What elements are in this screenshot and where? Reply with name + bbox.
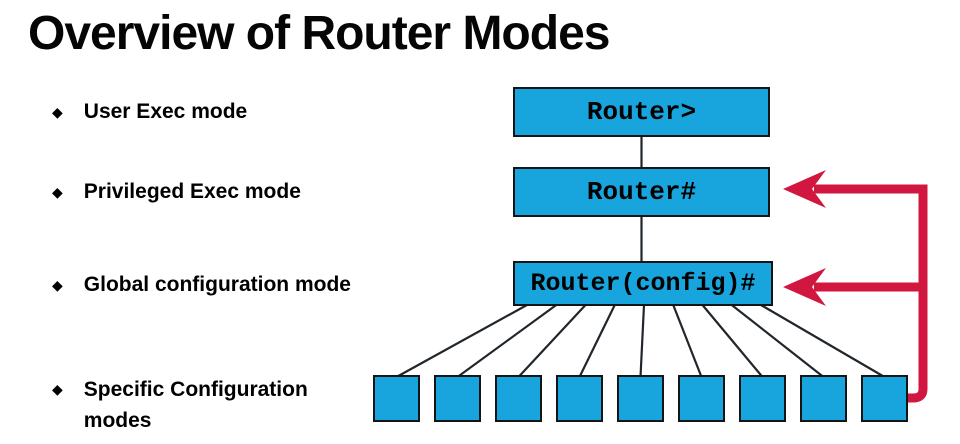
node-global-config-prompt: Router(config)# bbox=[513, 261, 773, 306]
specific-config-mode-box bbox=[556, 375, 603, 422]
fan-line bbox=[701, 304, 764, 378]
diamond-bullet-icon: ◆ bbox=[52, 104, 63, 120]
bullet-privileged-exec-mode: ◆ Privileged Exec mode bbox=[52, 179, 301, 205]
diamond-bullet-icon: ◆ bbox=[52, 184, 63, 200]
bullet-specific-config-modes: ◆ Specific Configuration modes bbox=[52, 374, 352, 436]
fan-line bbox=[517, 304, 587, 378]
red-arrowhead-privileged bbox=[783, 170, 826, 208]
fan-line bbox=[578, 304, 616, 378]
specific-config-mode-box bbox=[434, 375, 481, 422]
specific-config-mode-box bbox=[495, 375, 542, 422]
specific-config-mode-box bbox=[800, 375, 847, 422]
bullet-label: Specific Configuration modes bbox=[83, 378, 308, 432]
bullet-label: Global configuration mode bbox=[83, 273, 351, 296]
specific-config-mode-box bbox=[617, 375, 664, 422]
node-user-exec-prompt: Router> bbox=[513, 87, 770, 137]
fan-lines bbox=[395, 304, 886, 378]
node-label: Router> bbox=[586, 97, 697, 127]
diamond-bullet-icon: ◆ bbox=[52, 277, 63, 293]
fan-line bbox=[760, 304, 886, 378]
bullet-label: User Exec mode bbox=[83, 100, 248, 123]
node-privileged-exec-prompt: Router# bbox=[513, 167, 770, 217]
node-label: Router# bbox=[586, 177, 697, 207]
bullet-label: Privileged Exec mode bbox=[83, 180, 301, 203]
specific-config-mode-box bbox=[861, 375, 908, 422]
fan-line bbox=[672, 304, 703, 378]
fan-line bbox=[639, 304, 646, 378]
fan-line bbox=[456, 304, 557, 378]
page-title: Overview of Router Modes bbox=[28, 7, 610, 60]
red-return-vertical bbox=[905, 184, 928, 403]
fan-line bbox=[731, 304, 825, 378]
specific-config-mode-box bbox=[739, 375, 786, 422]
bullet-user-exec-mode: ◆ User Exec mode bbox=[52, 99, 247, 125]
node-label: Router(config)# bbox=[530, 269, 756, 298]
diamond-bullet-icon: ◆ bbox=[52, 381, 63, 397]
red-arrowhead-global-config bbox=[783, 268, 826, 306]
bullet-global-config-mode: ◆ Global configuration mode bbox=[52, 272, 351, 298]
fan-line bbox=[395, 304, 528, 378]
specific-config-mode-box bbox=[373, 375, 420, 422]
specific-config-mode-box bbox=[678, 375, 725, 422]
